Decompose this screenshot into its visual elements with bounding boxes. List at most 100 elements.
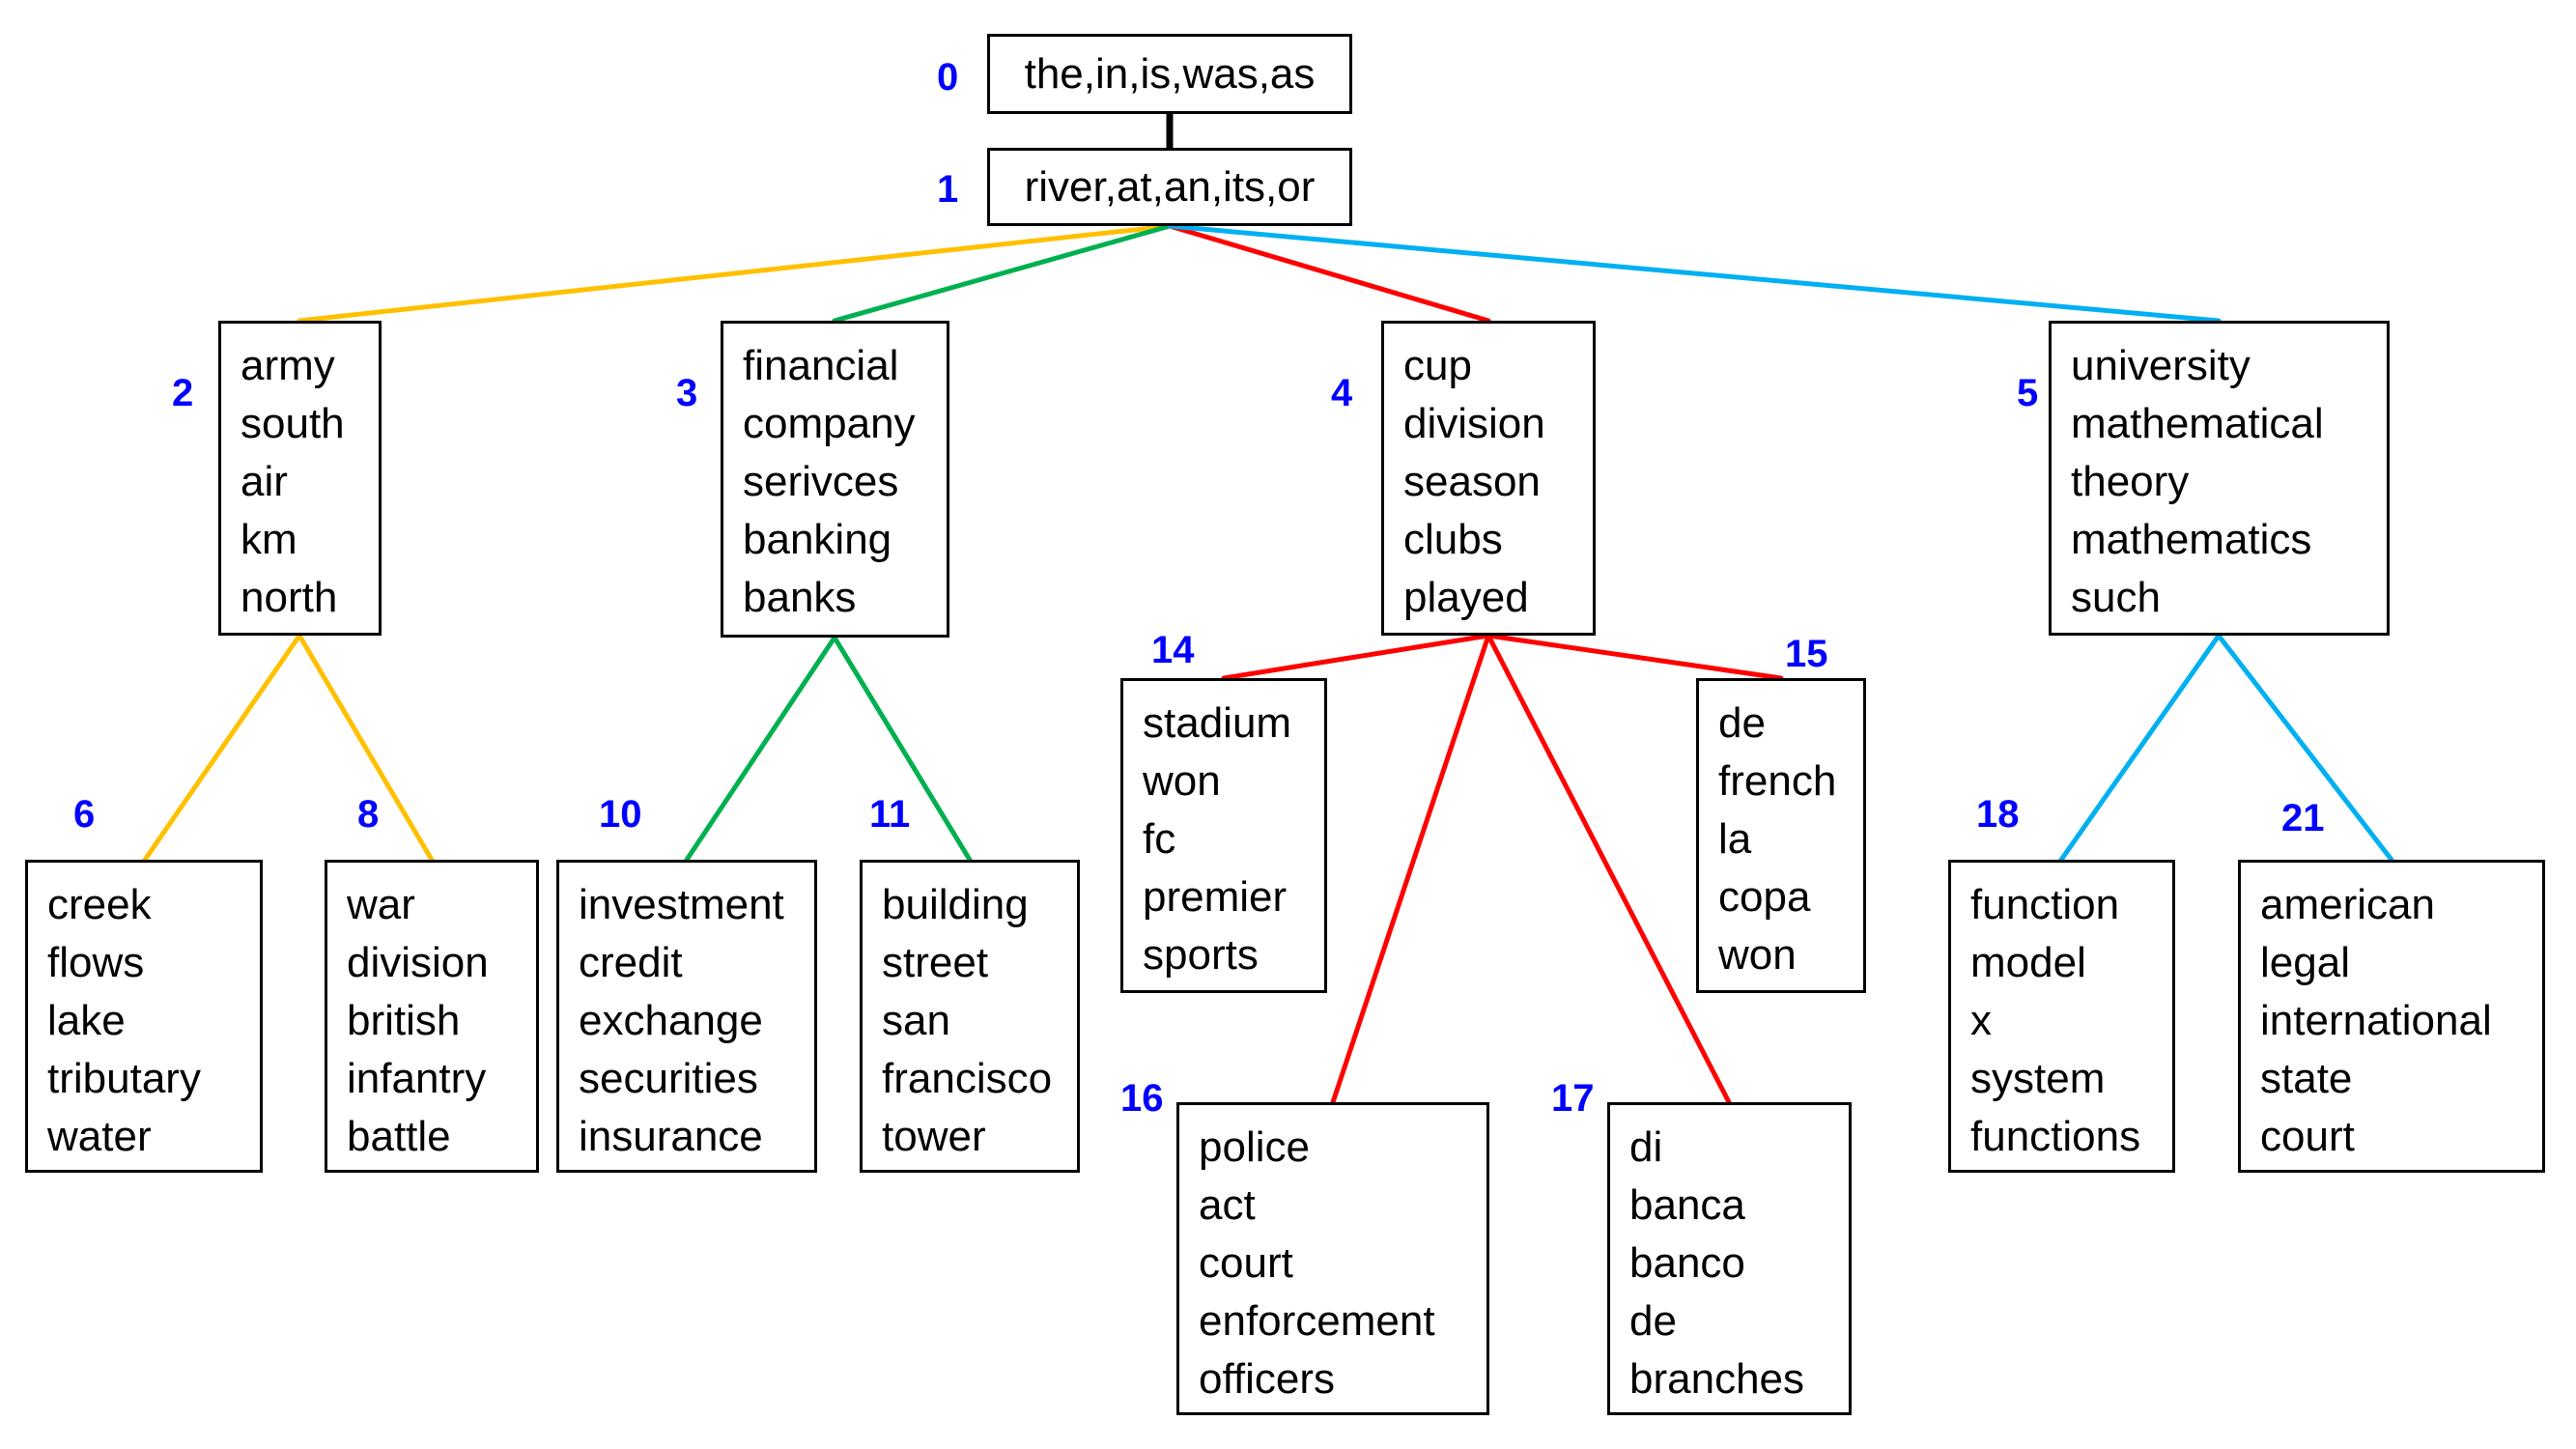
edge-5-21 [2216,633,2394,863]
topic-word: river,at,an,its,or [1024,162,1316,211]
topic-word: air [241,458,288,505]
topic-word: battle [347,1113,451,1160]
topic-word: won [1143,757,1221,805]
topic-word: x [1970,997,1992,1044]
topic-word: model [1970,939,2086,986]
topic-word: tributary [47,1055,201,1102]
edge-4-16 [1330,633,1491,1105]
node-id-label-11: 11 [869,793,911,836]
topic-word: exchange [579,997,763,1044]
topic-node-0: the,in,is,was,as [987,34,1352,114]
edge-1-3 [832,223,1173,324]
node-id-label-14: 14 [1151,629,1195,671]
topic-word: enforcement [1199,1297,1435,1345]
topic-word: financial [743,342,899,389]
node-id-label-0: 0 [937,56,959,99]
node-id-label-3: 3 [676,372,698,414]
edge-1-4 [1167,223,1491,324]
edge-4-17 [1486,633,1732,1105]
topic-word: army [241,342,335,389]
node-id-label-10: 10 [599,793,642,836]
node-id-label-17: 17 [1551,1077,1595,1120]
topic-node-16: police act court enforcement officers [1176,1102,1489,1415]
topic-word: officers [1199,1355,1336,1403]
topic-word: de [1718,699,1766,747]
topic-word: british [347,997,461,1044]
topic-word: banco [1629,1239,1745,1287]
topic-word: infantry [347,1055,487,1102]
node-id-label-18: 18 [1976,793,2020,836]
topic-word: mathematical [2071,400,2324,447]
topic-word: division [347,939,489,986]
topic-word: international [2260,997,2492,1044]
topic-word: lake [47,997,126,1044]
topic-word: university [2071,342,2250,389]
edge-4-14 [1221,633,1491,681]
topic-word: tower [882,1113,986,1160]
topic-word: won [1718,931,1797,979]
node-id-label-4: 4 [1331,372,1353,414]
topic-word: copa [1718,873,1811,921]
topic-word: state [2260,1055,2353,1102]
topic-word: san [882,997,950,1044]
topic-word: water [47,1113,152,1160]
topic-node-15: de french la copa won [1696,678,1866,993]
topic-word: function [1970,881,2120,928]
topic-word: de [1629,1297,1677,1345]
topic-word: creek [47,881,152,928]
topic-word: war [347,881,415,928]
topic-word: season [1403,458,1541,505]
topic-word: fc [1143,815,1176,863]
edge-3-10 [684,635,837,863]
topic-word: serivces [743,458,899,505]
topic-word: branches [1629,1355,1805,1403]
topic-word: flows [47,939,145,986]
topic-word: such [2071,574,2161,621]
topic-word: court [1199,1239,1293,1287]
topic-word: di [1629,1123,1663,1171]
edge-4-15 [1486,633,1784,681]
topic-word: km [241,516,297,563]
edge-2-6 [142,633,302,863]
topic-word: street [882,939,989,986]
node-id-label-2: 2 [172,372,194,414]
node-id-label-15: 15 [1785,633,1828,675]
topic-word: francisco [882,1055,1053,1102]
topic-word: french [1718,757,1837,805]
topic-node-8: war division british infantry battle [325,860,539,1173]
edge-1-5 [1167,223,2222,324]
topic-node-1: river,at,an,its,or [987,148,1352,226]
topic-word: banking [743,516,892,563]
topic-word: stadium [1143,699,1292,747]
topic-word: securities [579,1055,758,1102]
topic-word: police [1199,1123,1310,1171]
topic-word: building [882,881,1029,928]
topic-word: the,in,is,was,as [1024,49,1316,98]
topic-word: banks [743,574,857,621]
topic-word: north [241,574,338,621]
edge-5-18 [2058,633,2222,863]
topic-word: credit [579,939,683,986]
topic-word: premier [1143,873,1288,921]
topic-word: mathematics [2071,516,2312,563]
topic-word: la [1718,815,1752,863]
topic-word: sports [1143,931,1259,979]
node-id-label-21: 21 [2281,797,2325,839]
topic-word: functions [1970,1113,2141,1160]
edge-2-8 [297,633,435,863]
topic-word: american [2260,881,2435,928]
topic-word: court [2260,1113,2355,1160]
topic-word: banca [1629,1181,1745,1229]
edge-1-2 [297,223,1173,324]
topic-node-6: creek flows lake tributary water [25,860,263,1173]
topic-word: act [1199,1181,1256,1229]
